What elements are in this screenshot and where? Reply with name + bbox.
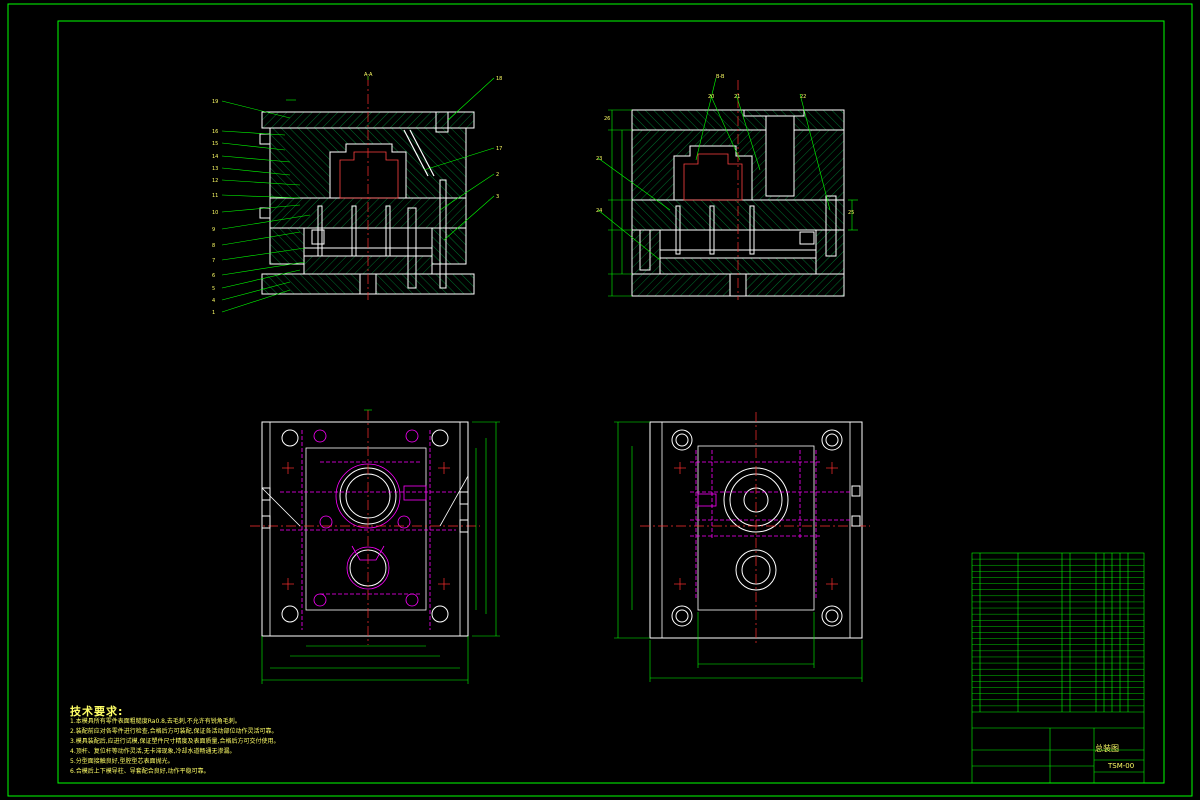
svg-text:22: 22	[800, 94, 806, 100]
svg-text:13: 13	[212, 166, 218, 172]
leaders-left	[221, 76, 495, 313]
title-block-name: 总装图	[1095, 744, 1119, 753]
svg-text:5: 5	[212, 286, 215, 292]
svg-text:A-A: A-A	[364, 72, 373, 78]
svg-text:16: 16	[212, 129, 218, 135]
svg-text:1: 1	[212, 310, 215, 316]
requirement-line: 5.分型面接触良好,型腔型芯表面抛光。	[70, 758, 174, 765]
requirement-line: 2.装配前应对各零件进行检查,合格后方可装配,保证各活动部位动作灵活可靠。	[70, 728, 278, 735]
svg-text:B-B: B-B	[716, 74, 725, 80]
dimensions-plan-right	[614, 421, 863, 682]
svg-text:10: 10	[212, 210, 218, 216]
svg-text:19: 19	[212, 99, 218, 105]
svg-text:20: 20	[708, 94, 714, 100]
balloon-labels-right: B-B 20 21 22 23 24 25 26	[596, 74, 854, 216]
svg-text:21: 21	[734, 94, 740, 100]
svg-text:4: 4	[212, 298, 215, 304]
svg-text:14: 14	[212, 154, 218, 160]
svg-text:26: 26	[604, 116, 610, 122]
inner-border	[57, 20, 1165, 784]
svg-text:11: 11	[212, 193, 218, 199]
svg-text:7: 7	[212, 258, 215, 264]
technical-requirements-title: 技术要求:	[70, 705, 124, 718]
requirement-line: 3.模具装配后,应进行试模,保证塑件尺寸精度及表面质量,合格后方可交付使用。	[70, 738, 280, 745]
requirement-line: 1.本模具所有零件表面粗糙度Ra0.8,去毛刺,不允许有锐角毛刺。	[70, 718, 241, 725]
section-view-right	[631, 80, 845, 300]
svg-text:6: 6	[212, 273, 215, 279]
svg-text:18: 18	[496, 76, 502, 82]
svg-text:23: 23	[596, 156, 602, 162]
balloon-labels-left: 19 16 15 14 13 12 11 10 9 8 7 6 5 4 1 18 17 2 3 A-A	[212, 72, 502, 316]
svg-text:9: 9	[212, 227, 215, 233]
title-block-code: TSM-00	[1108, 762, 1135, 770]
svg-text:2: 2	[496, 172, 499, 178]
requirement-line: 6.合模后上下模导柱、导套配合良好,动作平稳可靠。	[70, 768, 210, 775]
section-view-left	[259, 76, 475, 300]
technical-requirements-list: 1.本模具所有零件表面粗糙度Ra0.8,去毛刺,不允许有锐角毛刺。 2.装配前应…	[70, 717, 279, 777]
requirement-line: 4.顶杆、复位杆等动作灵活,无卡滞现象,冷却水道畅通无渗漏。	[70, 748, 236, 755]
svg-text:25: 25	[848, 210, 854, 216]
bom-rows	[972, 558, 1144, 707]
svg-text:17: 17	[496, 146, 502, 152]
svg-text:12: 12	[212, 178, 218, 184]
dimensions-right-view	[597, 77, 858, 297]
outer-border	[7, 3, 1193, 797]
plan-view-left	[250, 410, 480, 645]
svg-text:24: 24	[596, 208, 602, 214]
svg-text:8: 8	[212, 243, 215, 249]
svg-text:3: 3	[496, 194, 499, 200]
svg-text:15: 15	[212, 141, 218, 147]
plan-view-right	[640, 412, 870, 646]
dimensions-plan-left	[261, 409, 500, 684]
